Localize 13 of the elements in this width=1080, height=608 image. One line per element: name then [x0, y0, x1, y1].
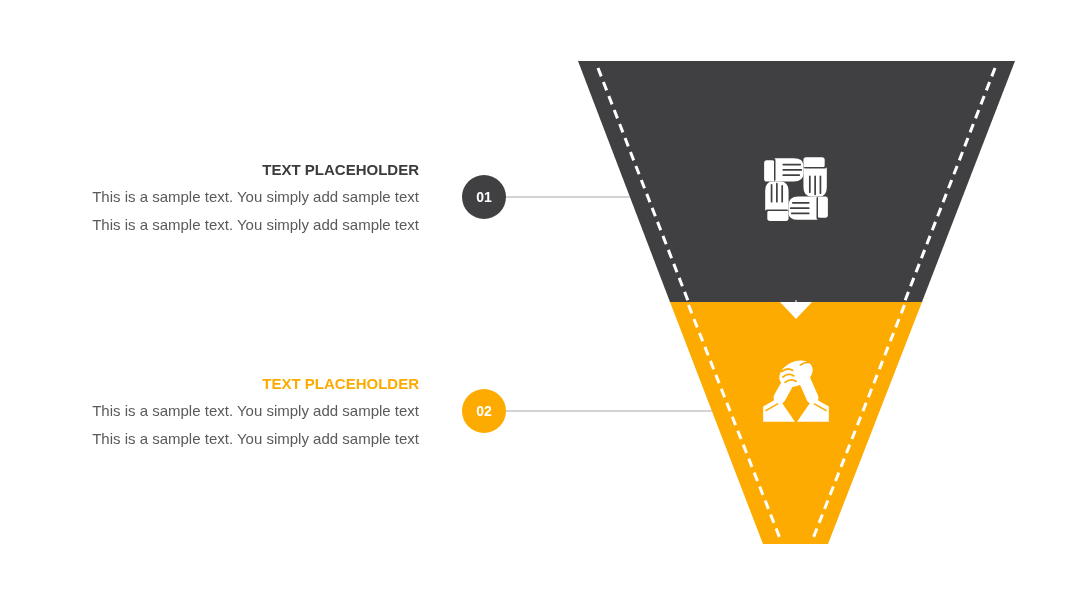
step-number-circle: 02: [462, 389, 506, 433]
description-text: This is a sample text. You simply add sample text: [92, 429, 419, 449]
funnel-bottom-section: [670, 302, 922, 544]
step-heading: TEXT PLACEHOLDER: [262, 160, 419, 180]
step-heading: TEXT PLACEHOLDER: [262, 374, 419, 394]
arrow: [780, 299, 812, 319]
description-text: This is a sample text. You simply add sample text: [92, 401, 419, 421]
leader-line: [505, 196, 631, 198]
leader-line: [505, 410, 713, 412]
description-text: This is a sample text. You simply add sample text: [92, 187, 419, 207]
description-text: This is a sample text. You simply add sample text: [92, 215, 419, 235]
funnel-top-section: [578, 61, 1015, 302]
step-number-circle: 01: [462, 175, 506, 219]
